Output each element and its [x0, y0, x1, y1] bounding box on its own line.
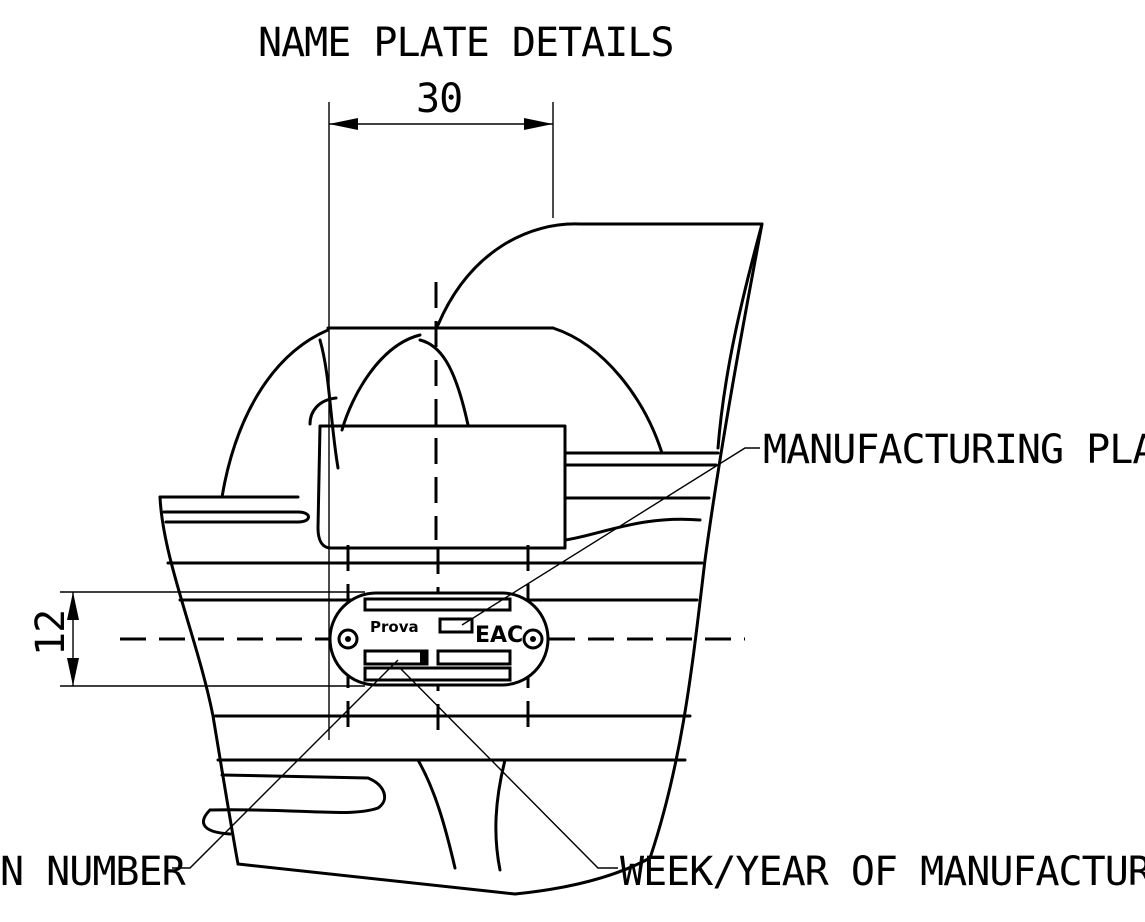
name-plate: Prova EAC [328, 591, 550, 687]
leader-lines [172, 447, 760, 869]
drawing-title: NAME PLATE DETAILS [258, 20, 673, 66]
height-dimension: 12 [28, 591, 365, 687]
height-dimension-value: 12 [28, 610, 74, 656]
width-dimension-value: 30 [416, 76, 462, 122]
serial-number-label: N NUMBER [0, 849, 187, 895]
plate-brand-logo: Prova [370, 618, 419, 636]
valve-body [158, 222, 764, 896]
week-year-label: WEEK/YEAR OF MANUFACTURE [620, 849, 1145, 895]
manufacturing-plant-label: MANUFACTURING PLANT [763, 427, 1145, 473]
plate-eac-mark: EAC [475, 623, 523, 648]
